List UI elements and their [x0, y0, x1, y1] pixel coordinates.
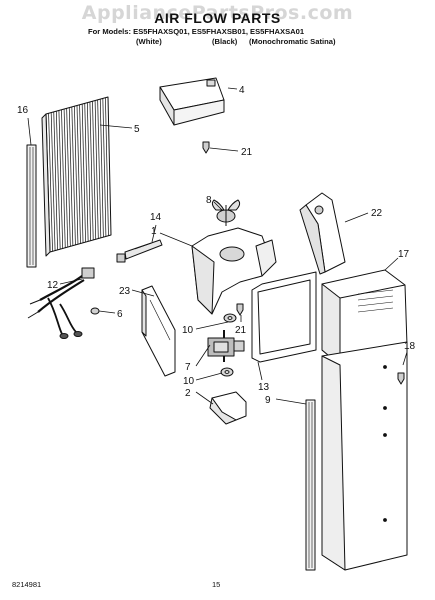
callout-8: 8 — [206, 195, 212, 206]
callout-4: 4 — [239, 85, 245, 96]
page-title: AIR FLOW PARTS — [154, 10, 281, 26]
callout-14: 14 — [150, 212, 162, 223]
callout-21-mid: 21 — [235, 325, 247, 336]
part-4-bracket — [159, 77, 225, 126]
variant-white: (White) — [136, 37, 162, 46]
callout-22: 22 — [371, 208, 383, 219]
callout-10-top: 10 — [182, 325, 194, 336]
part-18-screw — [397, 372, 405, 385]
part-10-grommet-top — [223, 313, 237, 323]
page-number: 15 — [212, 580, 221, 589]
part-5-evaporator-cover — [41, 96, 112, 257]
watermark: AppliancePartsPros.com — [81, 2, 354, 24]
part-22-duct — [299, 192, 346, 275]
callout-1: 1 — [151, 226, 157, 237]
variant-black: (Black) — [212, 37, 238, 46]
callout-12: 12 — [47, 280, 59, 291]
callout-16: 16 — [17, 105, 29, 116]
part-8-fan-blade — [211, 199, 241, 226]
part-9-liner-panel — [321, 341, 408, 571]
part-16-rod — [26, 144, 37, 268]
part-6-nut — [90, 307, 100, 315]
part-number: 8214981 — [12, 580, 42, 589]
part-23-side-panel — [141, 285, 176, 377]
callout-10-bottom: 10 — [183, 376, 195, 387]
part-1-fan-shroud — [191, 227, 277, 315]
part-13-gasket — [251, 271, 317, 363]
callout-17: 17 — [398, 249, 410, 260]
callout-23: 23 — [119, 286, 131, 297]
part-17-rear-panel — [321, 269, 408, 366]
part-12-wire-harness — [27, 267, 95, 339]
part-21-screw-top — [202, 141, 210, 154]
part-10-grommet-bottom — [220, 367, 234, 377]
callout-13: 13 — [258, 382, 270, 393]
callout-7: 7 — [185, 362, 191, 373]
part-2-motor-bracket — [209, 391, 247, 425]
callout-6: 6 — [117, 309, 123, 320]
model-list: For Models: ES5FHAXSQ01, ES5FHAXSB01, ES… — [88, 27, 305, 36]
part-21-screw-mid — [236, 303, 244, 316]
variant-satina: (Monochromatic Satina) — [249, 37, 336, 46]
part-9-rod — [305, 399, 316, 571]
leader-lines — [27, 87, 408, 405]
part-7-fan-motor — [207, 330, 245, 362]
callout-9: 9 — [265, 395, 271, 406]
part-14-heater — [116, 239, 163, 263]
callout-2: 2 — [185, 388, 191, 399]
callout-21-top: 21 — [241, 147, 253, 158]
callout-18: 18 — [404, 341, 416, 352]
callout-labels: 16 5 4 21 8 14 22 1 17 12 23 6 10 21 18 … — [17, 85, 416, 406]
callout-5: 5 — [134, 124, 140, 135]
